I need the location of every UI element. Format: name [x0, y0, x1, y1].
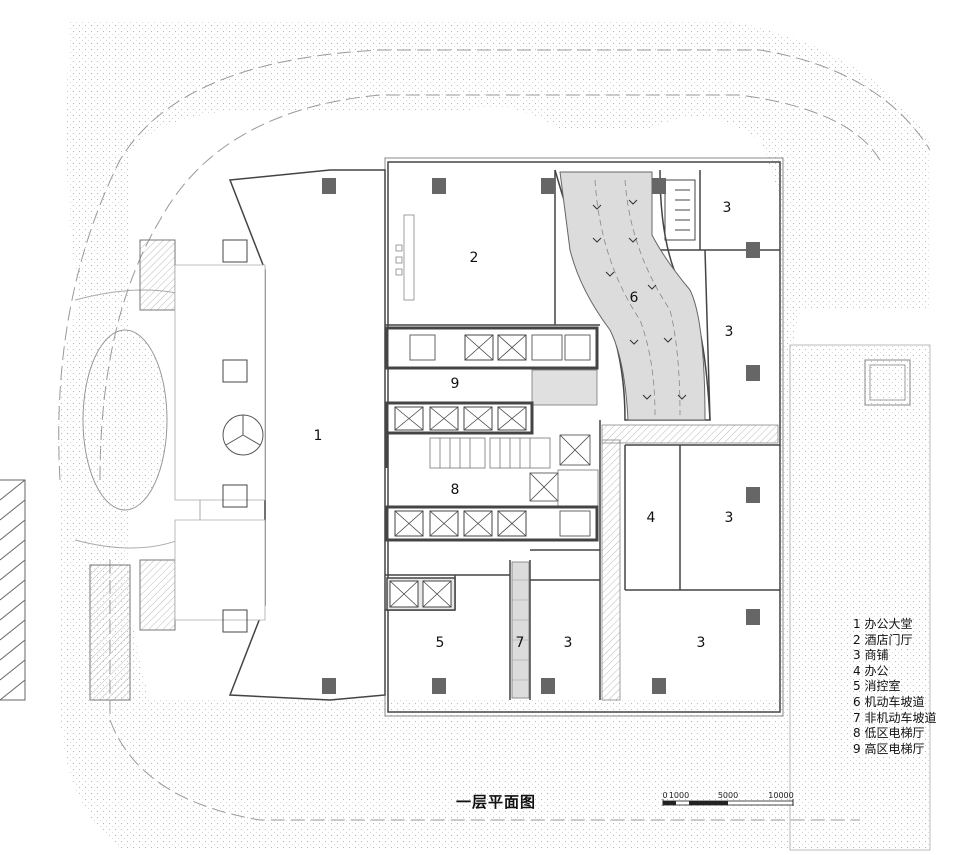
room-label-5: 5: [436, 635, 445, 651]
corridor-east: [601, 424, 779, 444]
room-label-3d: 3: [564, 635, 573, 651]
legend-item-5: 5 消控室: [853, 679, 901, 694]
room-label-6: 6: [630, 290, 639, 306]
scale-bar: 0 1000 5000 10000: [662, 791, 794, 806]
site-landscape: [0, 20, 931, 851]
legend-item-3: 3 商铺: [853, 648, 889, 663]
scale-label-0: 0: [662, 791, 667, 800]
room-label-1: 1: [314, 428, 323, 444]
room-label-3b: 3: [725, 324, 734, 340]
scale-label-10000: 10000: [768, 791, 793, 800]
legend-item-6: 6 机动车坡道: [853, 694, 925, 709]
room-label-3e: 3: [697, 635, 706, 651]
revolving-door: [222, 239, 264, 633]
room-label-4: 4: [647, 510, 656, 526]
vehicle-ramp: [559, 171, 706, 421]
legend-item-1: 1 办公大堂: [853, 617, 913, 631]
legend: 1 办公大堂 2 酒店门厅 3 商铺 4 办公 5 消控室 6 机动车坡道 7 …: [853, 617, 936, 757]
legend-item-9: 9 高区电梯厅: [853, 741, 925, 756]
elevator-core-low: [385, 505, 599, 542]
room-label-3a: 3: [723, 200, 732, 216]
ramp-arrows: [592, 199, 687, 400]
fire-room-elevators: [386, 577, 456, 611]
bike-ramp: [511, 561, 530, 699]
room-label-2: 2: [470, 250, 479, 266]
reception-desk: [395, 214, 415, 301]
stairs-core: [384, 433, 599, 511]
legend-item-7: 7 非机动车坡道: [853, 710, 937, 725]
building-outline: [174, 157, 784, 717]
plan-title: 一层平面图: [456, 793, 537, 811]
legend-item-4: 4 办公: [853, 663, 889, 678]
legend-item-2: 2 酒店门厅: [853, 632, 913, 647]
room-label-3c: 3: [725, 510, 734, 526]
legend-item-8: 8 低区电梯厅: [853, 726, 925, 741]
room-label-8: 8: [451, 482, 460, 498]
room-label-9: 9: [451, 376, 460, 392]
elevator-core-high: [385, 326, 599, 406]
room-label-7: 7: [516, 635, 525, 651]
scale-label-1000: 1000: [669, 791, 689, 800]
structural-columns: [322, 178, 760, 694]
corridor-south: [601, 439, 621, 701]
stair-north-east: [664, 179, 696, 241]
elevator-row-high-2: [385, 401, 534, 435]
scale-label-5000: 5000: [718, 791, 738, 800]
